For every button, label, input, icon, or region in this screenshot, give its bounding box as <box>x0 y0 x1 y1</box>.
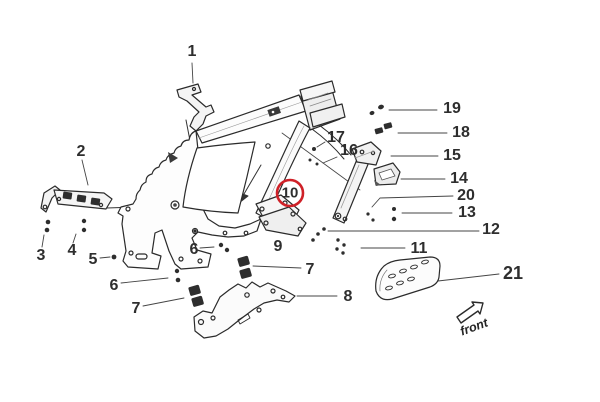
part-1-bracket <box>176 83 215 132</box>
callout-18: 18 <box>452 124 470 141</box>
part-15-bracket <box>351 141 382 166</box>
callout-8: 8 <box>343 288 353 305</box>
front-arrow-icon <box>456 301 484 324</box>
callout-14: 14 <box>450 170 468 187</box>
callout-2: 2 <box>76 143 86 160</box>
callout-11: 11 <box>410 240 428 257</box>
callout-21: 21 <box>502 263 524 283</box>
highlight-circle-10 <box>275 178 305 208</box>
callout-13: 13 <box>458 204 476 221</box>
callout-12: 12 <box>482 221 500 238</box>
callout-7b: 7 <box>305 261 315 278</box>
frame-grommet <box>170 200 180 210</box>
callout-3: 3 <box>36 247 46 264</box>
callout-17: 17 <box>327 129 345 146</box>
callout-15: 15 <box>443 147 461 164</box>
callout-1: 1 <box>187 43 197 60</box>
callout-19: 19 <box>443 100 461 117</box>
callout-6a: 6 <box>189 241 199 258</box>
part-2-bracket <box>40 185 113 213</box>
part-frame-tube-end <box>299 80 346 131</box>
callout-4: 4 <box>67 242 77 259</box>
part-frame-top-tube <box>195 94 307 144</box>
leader-lines <box>41 62 500 307</box>
callout-6b: 6 <box>109 277 119 294</box>
rubber-pads <box>188 255 252 307</box>
part-21-cover <box>375 256 441 301</box>
hardware-fasteners <box>44 104 397 283</box>
callout-9: 9 <box>273 238 283 255</box>
callout-10-highlighted: 10 <box>281 184 299 202</box>
callout-5: 5 <box>88 251 98 268</box>
callout-20: 20 <box>457 187 475 204</box>
part-14-clamp <box>373 162 401 186</box>
part-8-bracket <box>193 281 296 339</box>
part-9-bracket <box>255 194 307 237</box>
callout-16: 16 <box>340 142 358 159</box>
callout-7a: 7 <box>131 300 141 317</box>
part-frame-side-panel <box>182 141 256 214</box>
